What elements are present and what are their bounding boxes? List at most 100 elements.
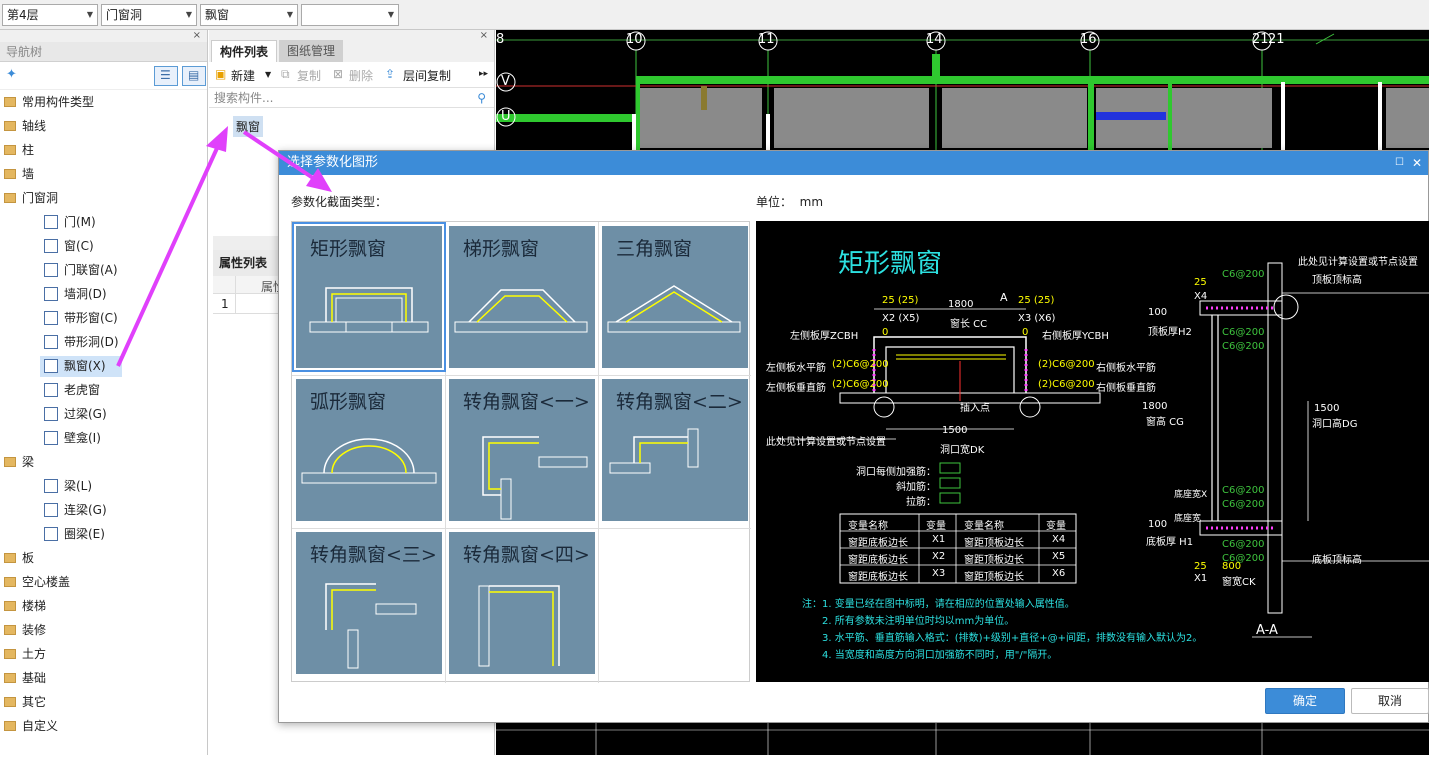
nav-tree: 常用构件类型轴线柱墙门窗洞门(M)窗(C)门联窗(A)墙洞(D)带形窗(C)带形… <box>0 90 207 738</box>
preview-label: 底座宽X <box>1174 490 1208 500</box>
nav-item[interactable]: 土方 <box>0 642 207 666</box>
component-icon <box>44 215 58 229</box>
nav-item[interactable]: 飘窗(X) <box>0 354 207 378</box>
nav-item[interactable]: 老虎窗 <box>0 378 207 402</box>
nav-item[interactable]: 窗(C) <box>0 234 207 258</box>
shape-arc[interactable]: 弧形飘窗 <box>296 379 442 521</box>
shape-trapezoid[interactable]: 梯形飘窗 <box>449 226 595 368</box>
floor-select[interactable]: 第4层▼ <box>2 4 98 26</box>
nav-item[interactable]: 其它 <box>0 690 207 714</box>
component-search[interactable]: 搜索构件...⚲ <box>209 88 494 108</box>
nav-item[interactable]: 装修 <box>0 618 207 642</box>
nav-item[interactable]: 板 <box>0 546 207 570</box>
preview-label: 1500 <box>942 425 968 436</box>
preview-label: C6@200 <box>1222 269 1265 280</box>
more-icon[interactable]: ▸▸ <box>479 69 489 79</box>
nav-item[interactable]: 柱 <box>0 138 207 162</box>
component-icon <box>44 431 58 445</box>
cancel-button[interactable]: 取消 <box>1351 688 1429 714</box>
shape-corner-1[interactable]: 转角飘窗<一> <box>449 379 595 521</box>
preview-label: (2)C6@200 <box>832 379 889 390</box>
type-select[interactable]: 飘窗▼ <box>200 4 298 26</box>
shape-name: 转角飘窗<三> <box>310 544 437 566</box>
dialog-title: 选择参数化图形 <box>287 155 379 170</box>
tab-drawing-management[interactable]: 图纸管理 <box>279 40 344 62</box>
nav-item[interactable]: 基础 <box>0 666 207 690</box>
list-view-button[interactable]: ☰ <box>154 66 178 86</box>
nav-item[interactable]: 墙洞(D) <box>0 282 207 306</box>
close-icon[interactable]: ✕ <box>1411 156 1422 170</box>
preview-label: 洞口高DG <box>1312 419 1358 430</box>
nav-item[interactable]: 楼梯 <box>0 594 207 618</box>
shape-name: 弧形飘窗 <box>310 391 387 413</box>
nav-item[interactable]: 墙 <box>0 162 207 186</box>
preview-label: 底板顶标高 <box>1312 555 1362 566</box>
axis-label: 16 <box>1080 32 1097 47</box>
nav-item-label: 自定义 <box>22 719 59 733</box>
maximize-icon[interactable]: ☐ <box>1395 157 1404 168</box>
nav-item[interactable]: 梁 <box>0 450 207 474</box>
nav-item[interactable]: 过梁(G) <box>0 402 207 426</box>
folder-icon <box>4 721 16 731</box>
ok-button[interactable]: 确定 <box>1265 688 1345 714</box>
component-item-bay-window[interactable]: 飘窗 <box>233 116 264 137</box>
close-icon[interactable]: × <box>479 30 488 41</box>
preview-label: 窗长 CC <box>950 319 988 330</box>
chevron-down-icon: ▼ <box>86 10 93 19</box>
new-button[interactable]: 新建 <box>231 69 256 83</box>
extra-select[interactable]: ▼ <box>301 4 399 26</box>
preview-label: 左侧板厚ZCBH <box>790 331 859 342</box>
table-header: 变量 <box>1046 521 1066 532</box>
copy-button[interactable]: 复制 <box>297 69 322 83</box>
preview-label: 底板厚 H1 <box>1146 537 1194 548</box>
grid-view-button[interactable]: ▤ <box>182 66 206 86</box>
nav-item[interactable]: 圈梁(E) <box>0 522 207 546</box>
table-header: 变量 <box>926 521 946 532</box>
nav-item[interactable]: 门(M) <box>0 210 207 234</box>
shape-triangle[interactable]: 三角飘窗 <box>602 226 748 368</box>
nav-item[interactable]: 连梁(G) <box>0 498 207 522</box>
preview-label: 左侧板垂直筋 <box>766 383 826 394</box>
sparkle-icon[interactable]: ✦ <box>6 67 17 82</box>
chevron-down-icon[interactable]: ▼ <box>265 70 272 79</box>
search-icon[interactable]: ⚲ <box>477 91 486 105</box>
nav-item[interactable]: 门联窗(A) <box>0 258 207 282</box>
shape-corner-2[interactable]: 转角飘窗<二> <box>602 379 748 521</box>
grid-icon: ▤ <box>188 68 200 82</box>
shape-rectangular[interactable]: 矩形飘窗 <box>292 222 446 372</box>
corner-4-icon <box>478 585 560 667</box>
folder-icon <box>4 97 16 107</box>
section-type-label: 参数化截面类型： <box>291 195 388 209</box>
shape-corner-3[interactable]: 转角飘窗<三> <box>296 532 442 674</box>
nav-item-label: 空心楼盖 <box>22 575 71 589</box>
preview-label: 1800 <box>948 299 974 310</box>
row-label: U <box>501 109 511 124</box>
new-icon: ▣ <box>215 67 227 81</box>
nav-item[interactable]: 常用构件类型 <box>0 90 207 114</box>
shape-name: 转角飘窗<二> <box>616 391 743 413</box>
nav-item[interactable]: 带形洞(D) <box>0 330 207 354</box>
nav-item[interactable]: 空心楼盖 <box>0 570 207 594</box>
nav-item-label: 梁 <box>22 455 35 469</box>
nav-item[interactable]: 轴线 <box>0 114 207 138</box>
shape-grid: 矩形飘窗 梯形飘窗 三角飘窗 弧形飘窗 转角飘窗<一> 转角飘窗<二> 转角飘窗… <box>291 221 751 683</box>
close-icon[interactable]: × <box>192 30 201 41</box>
nav-item-label: 基础 <box>22 671 47 685</box>
shape-corner-4[interactable]: 转角飘窗<四> <box>449 532 595 674</box>
nav-item-label: 墙 <box>22 167 35 181</box>
folder-icon <box>4 145 16 155</box>
nav-item[interactable]: 壁龛(I) <box>0 426 207 450</box>
category-select[interactable]: 门窗洞▼ <box>101 4 197 26</box>
delete-button[interactable]: 删除 <box>349 69 374 83</box>
nav-item[interactable]: 带形窗(C) <box>0 306 207 330</box>
nav-item[interactable]: 梁(L) <box>0 474 207 498</box>
nav-item[interactable]: 门窗洞 <box>0 186 207 210</box>
floor-copy-button[interactable]: 层间复制 <box>403 69 452 83</box>
nav-item[interactable]: 自定义 <box>0 714 207 738</box>
nav-item-label: 柱 <box>22 143 35 157</box>
shape-name: 矩形飘窗 <box>310 238 387 260</box>
nav-tools: ✦ ☰ ▤ <box>0 62 207 90</box>
preview-label: 底座宽 <box>1174 514 1202 524</box>
tab-component-list[interactable]: 构件列表 <box>211 40 278 62</box>
folder-icon <box>4 601 16 611</box>
